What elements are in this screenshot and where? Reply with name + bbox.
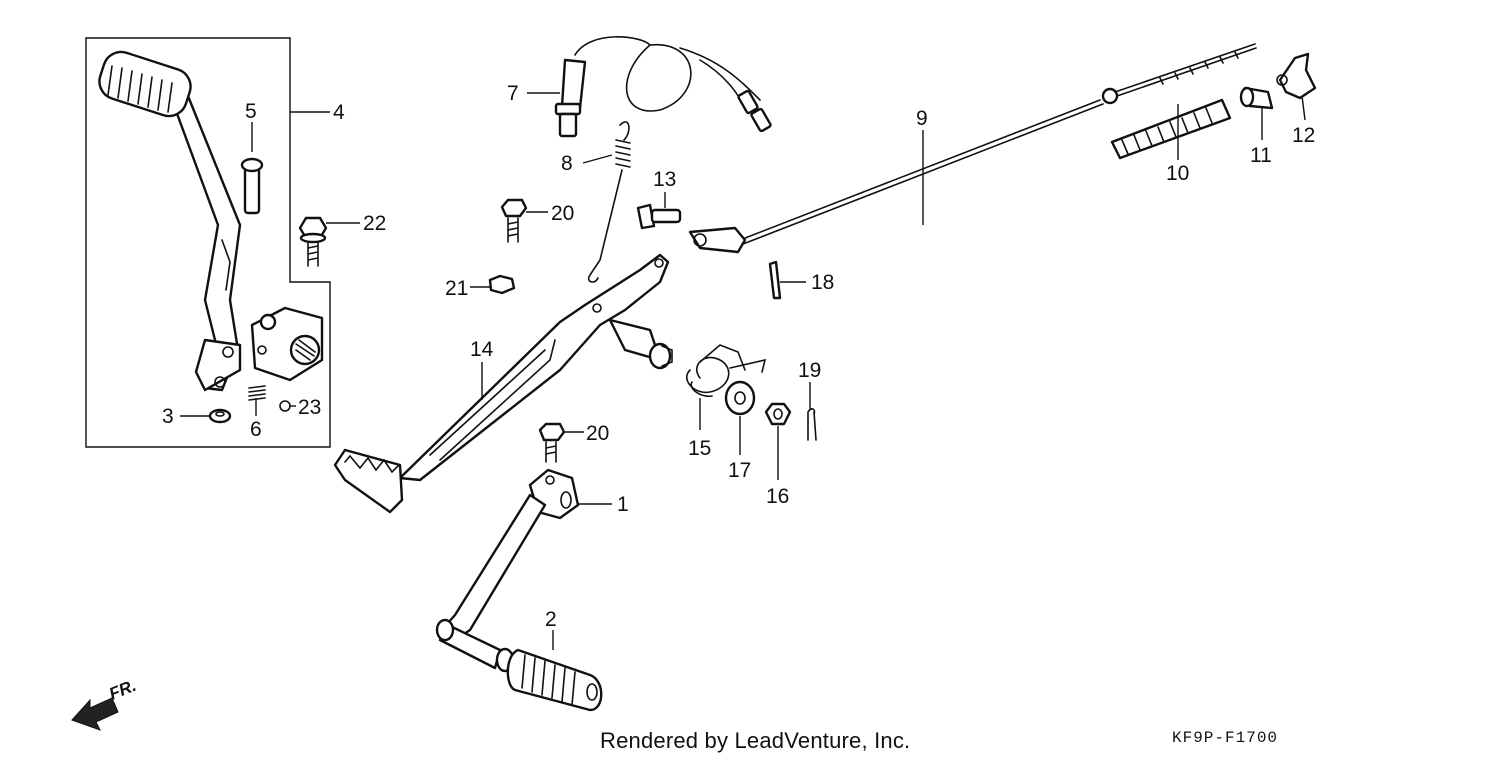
callout-18: 18 [811, 271, 834, 294]
joint-part-11 [1239, 86, 1274, 110]
kick-arm-part-1 [435, 468, 580, 670]
flange-bolt-part-22 [298, 216, 328, 267]
callout-9: 9 [916, 107, 928, 130]
diagram-code: KF9P-F1700 [1172, 729, 1279, 747]
spring-part-10 [1110, 98, 1232, 160]
nut-part-21 [488, 274, 516, 295]
callout-14: 14 [470, 338, 494, 361]
return-spring-part-15 [686, 344, 767, 398]
callout-17: 17 [728, 459, 751, 482]
callout-22: 22 [363, 212, 386, 235]
callout-8: 8 [561, 152, 573, 175]
callout-5: 5 [245, 100, 257, 123]
callout-11: 11 [1250, 144, 1272, 167]
callout-6: 6 [250, 418, 262, 441]
foot-rubber-part-2 [495, 647, 603, 712]
callout-23: 23 [298, 396, 321, 419]
front-direction-label: FR. [106, 676, 139, 704]
callout-1: 1 [617, 493, 629, 516]
callout-10: 10 [1166, 162, 1189, 185]
callout-4: 4 [333, 101, 345, 124]
adjust-nut-part-12 [1276, 52, 1317, 100]
pin-part-18 [768, 260, 782, 300]
brake-rod-part-9 [688, 43, 1257, 254]
callout-20-top: 20 [551, 202, 574, 225]
callout-7: 7 [507, 82, 519, 105]
credit-text: Rendered by LeadVenture, Inc. [600, 728, 911, 753]
callout-3: 3 [162, 405, 174, 428]
callout-16: 16 [766, 485, 789, 508]
callout-21: 21 [445, 277, 468, 300]
bolt-part-20-top [500, 198, 528, 243]
callout-20-lower: 20 [586, 422, 609, 445]
bolt-part-13 [636, 203, 682, 230]
callout-2: 2 [545, 608, 557, 631]
nut-part-16 [764, 402, 792, 426]
nut-part-3 [208, 408, 232, 424]
cotter-pin-part-19 [807, 408, 817, 441]
front-direction-arrow [71, 697, 119, 731]
spring-part-8 [587, 121, 631, 283]
callout-12: 12 [1292, 124, 1315, 147]
brake-pedal-part-14 [333, 253, 673, 514]
kick-lever-part-4 [98, 50, 324, 392]
callout-13: 13 [653, 168, 676, 191]
bolt-part-5 [240, 157, 264, 215]
callout-15: 15 [688, 437, 711, 460]
washer-part-17 [724, 380, 756, 416]
switch-part-7 [554, 36, 772, 138]
spring-part-6 [248, 385, 266, 401]
group-box-item-4 [85, 37, 331, 448]
callout-19: 19 [798, 359, 821, 382]
bolt-part-20-lower [538, 422, 566, 463]
ball-part-23 [279, 400, 291, 412]
leader-lines [180, 92, 1306, 650]
